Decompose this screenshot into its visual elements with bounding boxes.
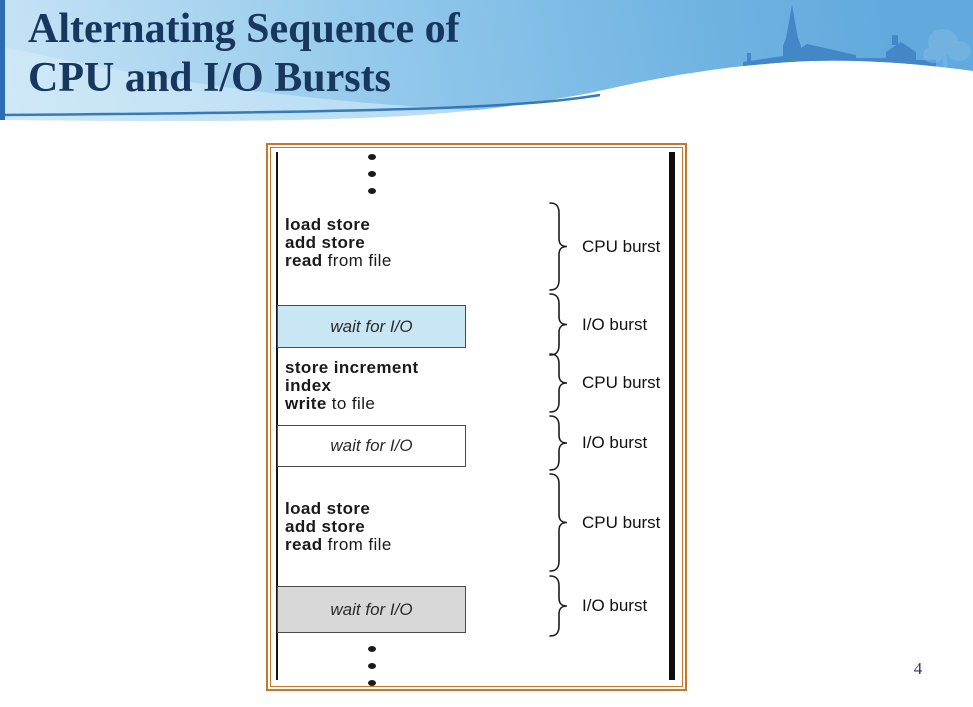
ellipsis-dots-bottom	[368, 646, 376, 686]
wait-for-io-label: wait for I/O	[330, 599, 413, 619]
wait-for-io-box-2: wait for I/O	[277, 425, 466, 467]
slide-title-line2: CPU and I/O Bursts	[28, 55, 391, 101]
brace-cpu-burst-2: CPU burst	[548, 353, 660, 413]
wait-for-io-label: wait for I/O	[330, 316, 413, 336]
figure-left-rule	[276, 152, 278, 680]
curly-brace-icon	[549, 202, 568, 291]
code-block-3: load store add store read from file	[285, 500, 392, 554]
burst-diagram-inner-border: load store add store read from file wait…	[270, 147, 683, 687]
code-text: load store	[285, 499, 371, 518]
header-curve-line	[0, 93, 601, 117]
code-text: add store	[285, 517, 366, 536]
curly-brace-icon	[549, 575, 568, 637]
code-text: add store	[285, 233, 366, 252]
brace-label: CPU burst	[582, 236, 661, 256]
code-text: store increment	[285, 358, 419, 377]
code-text: from file	[322, 535, 392, 554]
page-number: 4	[913, 659, 923, 678]
brace-label: I/O burst	[582, 433, 648, 452]
code-text: load store	[285, 215, 371, 234]
brace-label: CPU burst	[582, 373, 661, 392]
curly-brace-icon	[549, 473, 568, 572]
code-block-2: store increment index write to file	[285, 359, 419, 413]
brace-io-burst-1: I/O burst	[548, 293, 647, 356]
tree-silhouette	[923, 29, 971, 70]
burst-diagram-frame: load store add store read from file wait…	[266, 143, 687, 691]
code-text: read	[285, 535, 323, 554]
brace-label: CPU burst	[582, 512, 661, 532]
curly-brace-icon	[549, 415, 568, 471]
curly-brace-icon	[549, 293, 568, 356]
curly-brace-icon	[549, 353, 568, 413]
burst-diagram: load store add store read from file wait…	[271, 148, 682, 686]
code-text: index	[285, 376, 332, 395]
code-text: read	[285, 251, 323, 270]
wait-for-io-box-3: wait for I/O	[277, 586, 466, 633]
wait-for-io-label: wait for I/O	[330, 436, 413, 455]
code-text: to file	[326, 394, 376, 413]
code-text: from file	[322, 251, 392, 270]
brace-io-burst-3: I/O burst	[548, 575, 647, 637]
slide-title: Alternating Sequence of CPU and I/O Burs…	[28, 5, 460, 103]
brace-label: I/O burst	[582, 596, 648, 615]
brace-label: I/O burst	[582, 314, 648, 334]
slide-title-line1: Alternating Sequence of	[28, 6, 460, 52]
code-block-1: load store add store read from file	[285, 216, 392, 270]
header-banner-art	[0, 0, 973, 121]
brace-io-burst-2: I/O burst	[548, 415, 647, 471]
ellipsis-dots-top	[368, 154, 376, 194]
figure-right-rule	[669, 152, 675, 680]
wait-for-io-box-1: wait for I/O	[277, 305, 466, 348]
code-text: write	[285, 394, 327, 413]
header-left-bar	[0, 0, 5, 120]
brace-cpu-burst-1: CPU burst	[548, 202, 660, 291]
brace-cpu-burst-3: CPU burst	[548, 473, 660, 572]
